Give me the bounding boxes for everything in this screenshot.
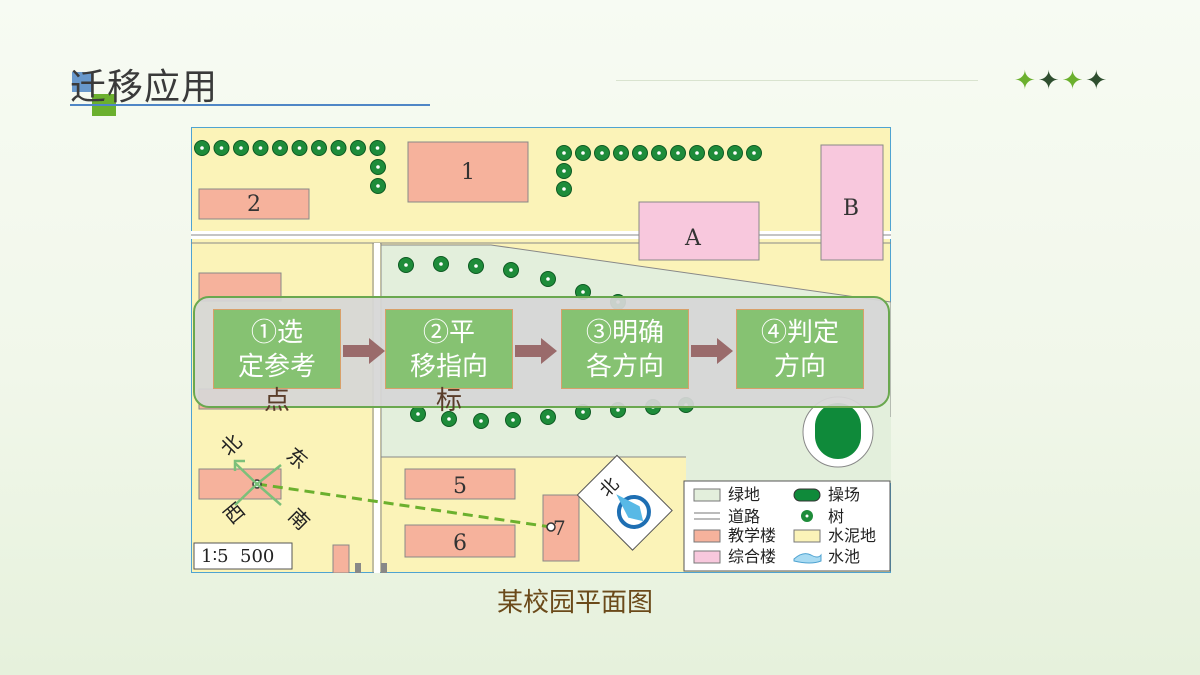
step-text: ③明确 [585, 318, 664, 348]
legend-swatch-teaching [693, 529, 721, 543]
step-text-overflow: 标 [435, 386, 462, 416]
star-icon: ✦ [1061, 66, 1086, 96]
building-label: 5 [453, 474, 467, 499]
building-label: 2 [247, 192, 261, 217]
building-6 [404, 524, 516, 558]
legend-label: 综合楼 [728, 547, 776, 566]
step-text: ①选 [250, 318, 303, 348]
step-2: ②平 移指向 标 [385, 309, 513, 416]
building [332, 544, 350, 573]
step-text: 移指向 [409, 352, 488, 382]
building-label: B [843, 196, 859, 221]
building-label: 6 [453, 531, 467, 556]
legend-label: 水泥地 [828, 526, 876, 545]
legend-swatch-pool [793, 553, 822, 564]
step-text-overflow: 点 [263, 386, 290, 416]
step-text: 各方向 [585, 352, 664, 382]
building-2 [198, 188, 310, 220]
legend-swatch-green [693, 488, 721, 502]
arrow-icon [691, 338, 733, 364]
legend-swatch-complex [693, 550, 721, 564]
playground [815, 403, 861, 459]
star-icon: ✦ [1085, 66, 1110, 96]
legend-swatch-cement [793, 529, 821, 543]
building-b [820, 144, 884, 261]
building-a [638, 201, 760, 261]
steps-panel: ①选 定参考 点 ②平 移指向 标 ③明确 各方向 ④判定 方向 [193, 296, 890, 416]
local-compass [233, 459, 282, 506]
legend-label: 树 [828, 507, 844, 526]
legend-label: 教学楼 [728, 526, 776, 545]
scale-label: 1∶5 500 [201, 546, 274, 567]
legend-label: 道路 [728, 507, 760, 526]
step-1: ①选 定参考 点 [213, 309, 341, 416]
title-underline [70, 104, 430, 106]
arrow-icon [515, 338, 557, 364]
step-4: ④判定 方向 [736, 309, 864, 389]
step-text: ④判定 [760, 318, 839, 348]
building-label: 1 [461, 160, 475, 185]
step-3: ③明确 各方向 [561, 309, 689, 389]
compass-rose: 北 [576, 454, 673, 551]
step-text: ②平 [422, 318, 475, 348]
building-5 [404, 468, 516, 500]
slide-title: 迁移应用 [70, 67, 219, 108]
legend: 绿地 操场 道路 树 教学楼 水泥地 综合楼 水池 [683, 480, 891, 572]
building-label: 7 [553, 516, 566, 540]
step-text: 方向 [773, 352, 826, 382]
building-1 [407, 141, 529, 203]
header-divider [616, 80, 978, 81]
map-caption: 某校园平面图 [496, 588, 653, 618]
building-label: A [684, 226, 702, 251]
arrow-icon [343, 338, 385, 364]
legend-label: 操场 [828, 485, 860, 504]
legend-label: 水池 [828, 547, 860, 566]
point-7 [546, 522, 556, 532]
star-icon: ✦ [1014, 66, 1038, 96]
trees [194, 140, 762, 429]
direction-path [256, 482, 552, 529]
legend-label: 绿地 [728, 485, 760, 504]
star-icon: ✦ [1037, 66, 1062, 96]
title-decoration-blue [72, 72, 92, 92]
scale-box [193, 542, 293, 570]
star-decoration: ✦✦✦✦ [1014, 66, 1109, 96]
step-text: 定参考 [237, 352, 316, 382]
legend-swatch-playground [793, 488, 821, 502]
